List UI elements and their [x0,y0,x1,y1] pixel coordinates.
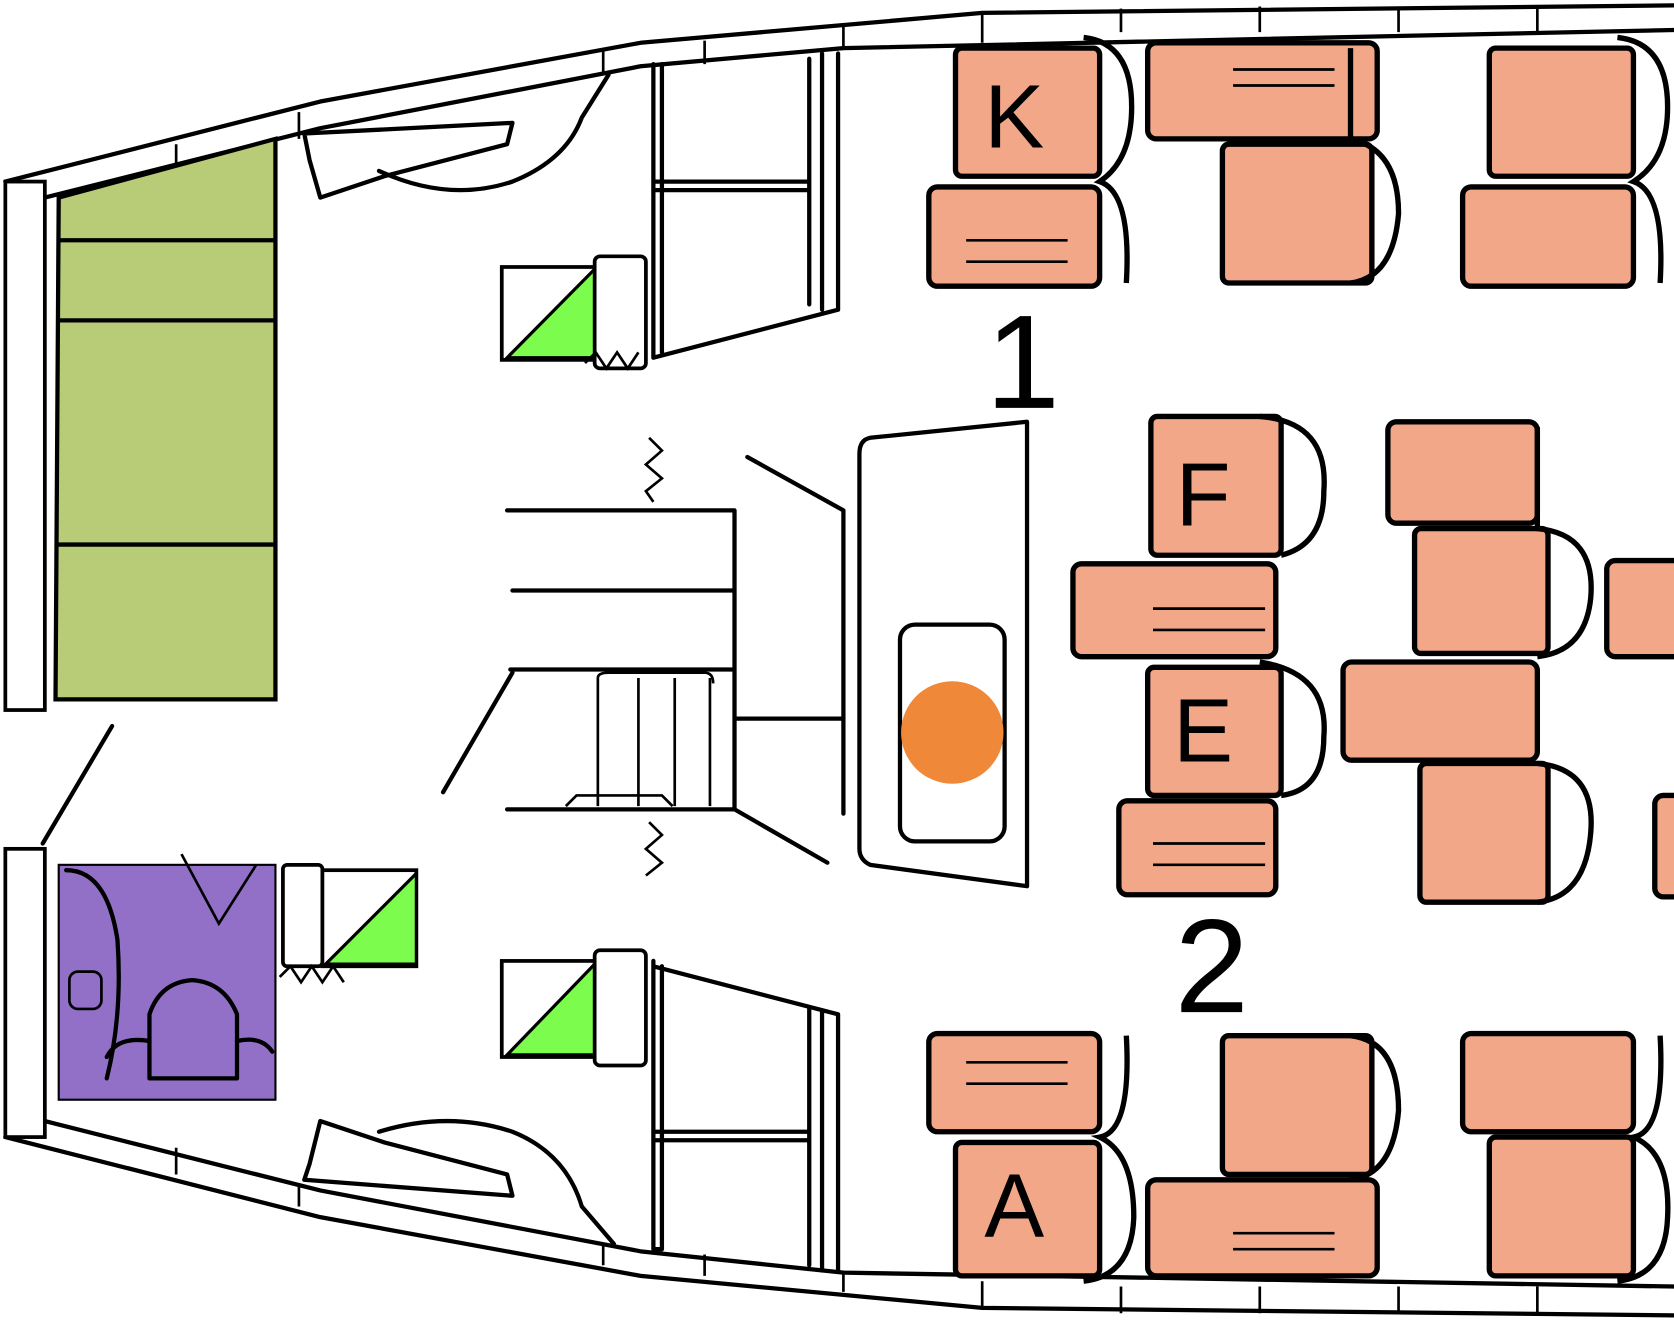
galley-unit-upper [499,254,648,371]
row-number-2: 2 [1175,892,1249,1041]
seat-row-1-middle[interactable] [1145,40,1402,286]
seat-row-1-window-right[interactable] [1459,34,1671,289]
seat-row-2-window-right[interactable] [1459,1030,1671,1284]
lavatory [57,853,277,1101]
seat-label-e: E [1173,681,1233,781]
seat-partial-right-2[interactable] [1652,792,1674,900]
storage-lower [651,958,841,1273]
seat-partial-right-1[interactable] [1604,557,1674,660]
left-wall-lower [3,846,47,1139]
storage-upper [651,51,841,360]
seat-label-f: F [1176,445,1231,545]
closet [53,136,278,702]
seat-row-1-window-k[interactable]: K [926,34,1135,289]
center-console [857,419,1030,889]
seat-label-k: K [984,67,1044,167]
center-galley [440,436,846,877]
bassinet-marker [901,681,1004,784]
seat-row-2-center-f[interactable]: F [1070,413,1327,660]
door-swing-line [40,723,115,846]
crew-seat-upper [302,72,611,200]
galley-unit-lower [499,948,648,1068]
seat-label-a: A [984,1156,1044,1256]
left-wall-upper [3,179,47,712]
crew-seat-lower [302,1118,617,1246]
seat-row-2-middle[interactable] [1145,1032,1402,1279]
galley-unit-lavatory [278,862,419,985]
seat-row-2-window-a[interactable]: A [926,1030,1137,1284]
seat-row-2-center-e[interactable]: E [1116,659,1327,898]
seat-row-2-center-right[interactable] [1340,419,1594,905]
row-number-1: 1 [986,288,1060,437]
